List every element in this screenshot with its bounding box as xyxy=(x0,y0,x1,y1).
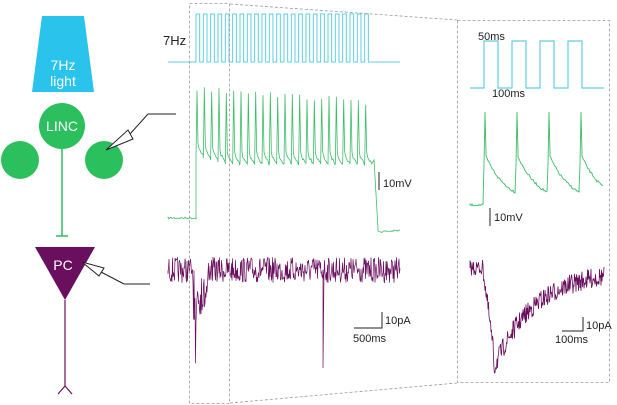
light-label-line1: 7Hz xyxy=(51,57,76,73)
light-label-line2: light xyxy=(50,73,76,89)
time-scale-label: 500ms xyxy=(353,333,387,345)
linc-label: LINC xyxy=(46,118,78,134)
inset-stim-trace xyxy=(470,40,604,89)
main-traces: 7Hz 10mV 10pA 500ms xyxy=(163,13,412,369)
voltage-scale-label: 10mV xyxy=(383,178,412,190)
selection-box xyxy=(189,3,230,404)
inset-current-trace xyxy=(469,259,605,374)
electrode-linc xyxy=(105,113,176,151)
inset-current-time-scale-bar xyxy=(562,317,584,332)
zoom-indicator xyxy=(189,3,610,404)
inset-traces: 50ms 100ms 10mV 10pA 100ms xyxy=(469,31,612,374)
linc-cell xyxy=(39,103,85,149)
electrode-pc xyxy=(81,261,150,285)
pc-label: PC xyxy=(53,257,72,273)
stim-trace xyxy=(168,13,400,63)
neighbor-cell-right xyxy=(85,141,123,179)
current-scale-label: 10pA xyxy=(385,315,411,327)
circuit-schematic: 7Hz light LINC PC xyxy=(1,16,176,395)
current-trace xyxy=(167,256,401,369)
zoom-line-bottom xyxy=(229,382,458,404)
current-time-scale-bar xyxy=(354,312,383,329)
inset-current-scale-label: 10pA xyxy=(586,320,612,332)
inset-voltage-trace xyxy=(469,111,604,207)
stim-label: 7Hz xyxy=(163,33,186,48)
light-source-shape xyxy=(32,16,94,92)
pc-cell xyxy=(35,247,95,300)
inset-box xyxy=(457,20,610,383)
pc-axon-branch xyxy=(57,385,73,395)
neighbor-cell-left xyxy=(1,141,39,179)
inset-period-label: 100ms xyxy=(492,88,526,100)
inset-voltage-scale-label: 10mV xyxy=(494,212,523,224)
zoom-line-top xyxy=(229,3,458,21)
inset-time-scale-label: 100ms xyxy=(555,334,589,346)
inset-pulse-width-label: 50ms xyxy=(478,31,505,43)
voltage-trace xyxy=(167,87,401,233)
